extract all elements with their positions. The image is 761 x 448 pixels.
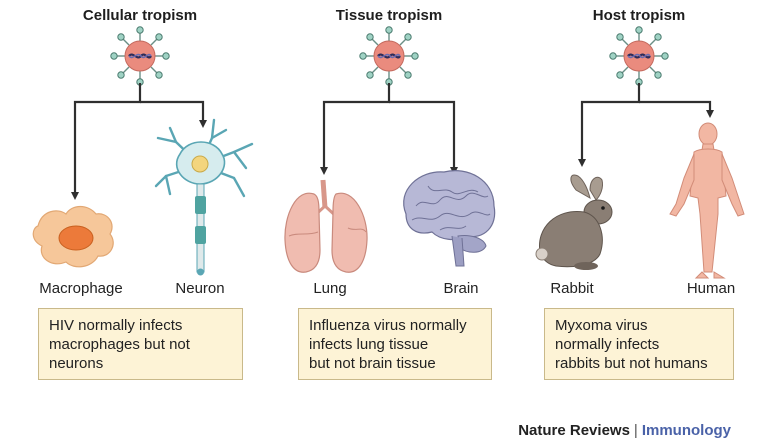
macrophage-icon — [32, 205, 114, 268]
label-rabbit: Rabbit — [550, 280, 594, 297]
journal-credit: Nature Reviews|Immunology — [518, 422, 731, 439]
note-line: HIV normally infects — [49, 317, 183, 334]
note-box-tissue: Influenza virus normally infects lung ti… — [298, 308, 492, 380]
publisher-name: Nature Reviews — [518, 422, 630, 439]
credit-separator: | — [633, 422, 638, 439]
branch-arrows — [320, 83, 458, 175]
panel-tissue-tropism — [284, 25, 496, 273]
heading-host-tropism: Host tropism — [592, 7, 686, 24]
label-lung: Lung — [313, 280, 347, 297]
panel-host-tropism — [535, 25, 745, 279]
branch-arrows — [578, 83, 714, 167]
brain-icon — [403, 170, 496, 267]
note-box-host: Myxoma virus normally infects rabbits bu… — [544, 308, 734, 380]
note-line: macrophages but not — [49, 336, 190, 353]
label-human: Human — [686, 280, 736, 297]
note-line: Myxoma virus — [555, 317, 648, 334]
note-box-cellular: HIV normally infects macrophages but not… — [38, 308, 243, 380]
note-line: rabbits but not humans — [555, 355, 708, 372]
virus-icon — [608, 25, 670, 87]
panel-cellular-tropism — [32, 25, 254, 276]
journal-name: Immunology — [641, 422, 731, 439]
note-line: normally infects — [555, 336, 660, 353]
label-brain: Brain — [443, 280, 479, 297]
rabbit-icon — [535, 174, 613, 270]
note-line: neurons — [49, 355, 104, 372]
neuron-icon — [154, 118, 254, 276]
label-macrophage: Macrophage — [39, 280, 123, 297]
human-icon — [669, 122, 745, 279]
note-line: Influenza virus normally — [309, 317, 467, 334]
label-neuron: Neuron — [175, 280, 225, 297]
heading-tissue-tropism: Tissue tropism — [335, 7, 443, 24]
virus-icon — [358, 25, 420, 87]
note-line: infects lung tissue — [309, 336, 429, 353]
lung-icon — [284, 179, 368, 273]
heading-cellular-tropism: Cellular tropism — [82, 7, 198, 24]
virus-icon — [109, 25, 171, 87]
branch-arrows — [71, 83, 207, 200]
note-line: but not brain tissue — [309, 355, 436, 372]
